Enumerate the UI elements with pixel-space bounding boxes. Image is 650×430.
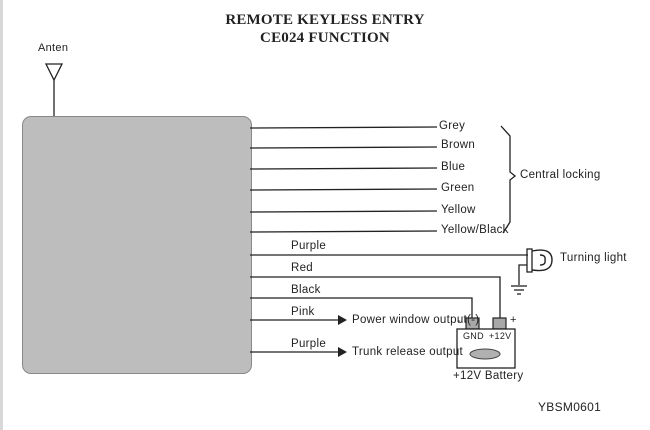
power-window-output-label: Power window output(-) [352,314,480,326]
document-code: YBSM0601 [538,400,602,414]
antenna-icon [44,63,64,116]
wire-bulb-ground [518,264,527,285]
wire-label-brown: Brown [441,139,476,151]
wire-label-yellow: Yellow [441,204,476,216]
diagram-subtitle: CE024 FUNCTION [260,30,390,46]
battery-label: +12V Battery [453,370,524,382]
wire-red [250,276,501,318]
wire-label-red: Red [291,262,313,274]
arrow-power-window [338,315,347,325]
scan-edge [0,0,3,430]
arrow-trunk-release [338,347,347,357]
battery-icon [456,317,516,369]
trunk-release-output-label: Trunk release output [352,346,464,358]
battery-gnd-terminal: GND [463,331,484,341]
control-unit-box [22,116,252,374]
wire-blue [249,167,438,170]
central-locking-brace [500,125,517,234]
turning-light-label: Turning light [560,252,627,264]
wire-label-pink: Pink [291,306,315,318]
wire-label-grey: Grey [439,120,466,132]
battery-12v-terminal: +12V [489,331,512,341]
wire-brown [249,146,438,149]
wire-label-purple-trunk: Purple [291,338,327,350]
wire-label-green: Green [441,182,475,194]
wire-label-purple-turning: Purple [291,240,327,252]
wire-yellow [249,210,438,213]
ground-icon [511,285,527,295]
battery-pos-sign: + [510,314,517,326]
wire-grey [249,126,438,129]
wire-label-black: Black [291,284,321,296]
wire-label-blue: Blue [441,161,466,173]
wire-label-yellow-black: Yellow/Black [441,224,509,236]
diagram-title: REMOTE KEYLESS ENTRY [225,12,425,28]
bulb-icon [526,248,553,273]
wire-yellow-black [249,230,438,233]
wire-green [249,188,438,191]
wire-black [250,297,473,318]
central-locking-label: Central locking [520,169,601,181]
battery-neg-sign: - [457,315,461,327]
antenna-label: Anten [38,42,69,54]
